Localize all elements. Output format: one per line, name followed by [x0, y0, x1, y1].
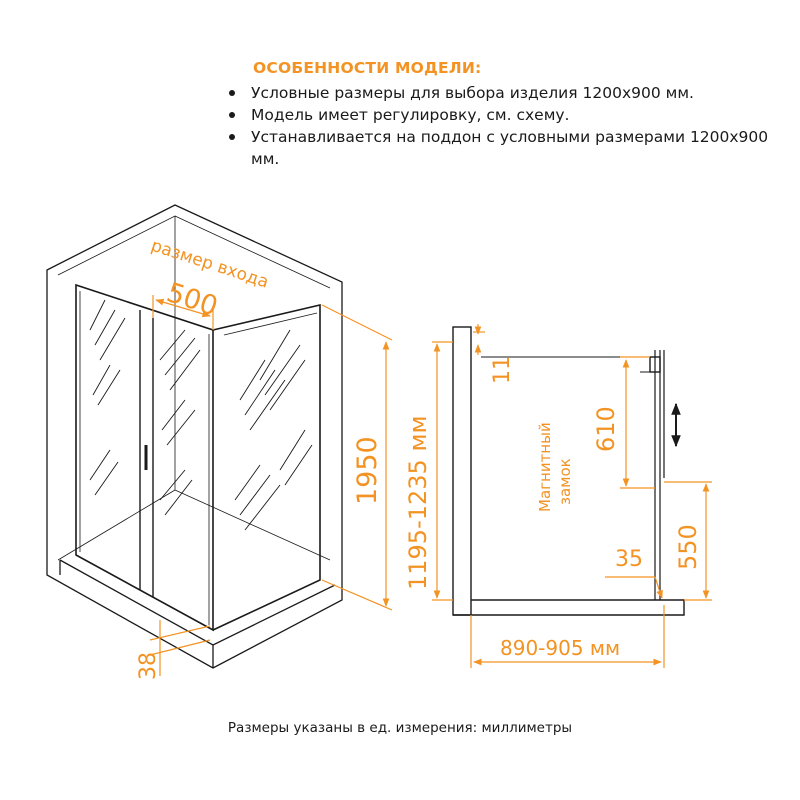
lower-height-550: 550: [674, 524, 702, 570]
sliding-door: [139, 310, 154, 597]
iso-view: [46, 204, 343, 669]
side-panel: [212, 303, 321, 631]
dim-width-range: [470, 605, 665, 668]
side-glass-profile: [654, 350, 665, 600]
features-list: Условные размеры для выбора изделия 1200…: [226, 82, 771, 170]
dim-depth-38: [149, 620, 211, 676]
gap-11: 11: [490, 356, 515, 384]
side-floor: [453, 599, 685, 616]
side-view: [452, 326, 685, 616]
side-wall: [452, 326, 472, 616]
width-range: 890-905 мм: [500, 636, 620, 660]
features-heading: ОСОБЕННОСТИ МОДЕЛИ:: [253, 59, 482, 77]
room-walls: [46, 204, 343, 669]
offset-35: 35: [615, 547, 643, 572]
depth-38: 38: [136, 652, 161, 680]
entrance-label: размер входа: [148, 236, 271, 293]
shower-tray: [59, 559, 336, 668]
dim-offset-35: [605, 576, 663, 599]
feature-item-tray: Устанавливается на поддон с условными ра…: [226, 126, 771, 170]
dim-gap-11: [473, 324, 485, 355]
dim-entrance: [152, 295, 214, 330]
feature-item-adjustment: Модель имеет регулировку, см. схему.: [226, 104, 771, 126]
dim-height-range: [432, 341, 453, 601]
height-range: 1195-1235 мм: [404, 415, 432, 590]
glass-pattern: [89, 299, 313, 531]
magnet-label: Магнитный замок: [536, 418, 574, 513]
height-1950: 1950: [352, 436, 383, 505]
dim-magnet-610: [620, 356, 655, 489]
dim-height-1950: [321, 304, 393, 611]
units-note: Размеры указаны в ед. измерения: миллиме…: [227, 720, 573, 736]
dim-lower-550: [664, 481, 712, 601]
room-inner: [57, 215, 331, 561]
feature-item-size: Условные размеры для выбора изделия 1200…: [226, 82, 771, 104]
magnet-height-610: 610: [592, 406, 620, 452]
